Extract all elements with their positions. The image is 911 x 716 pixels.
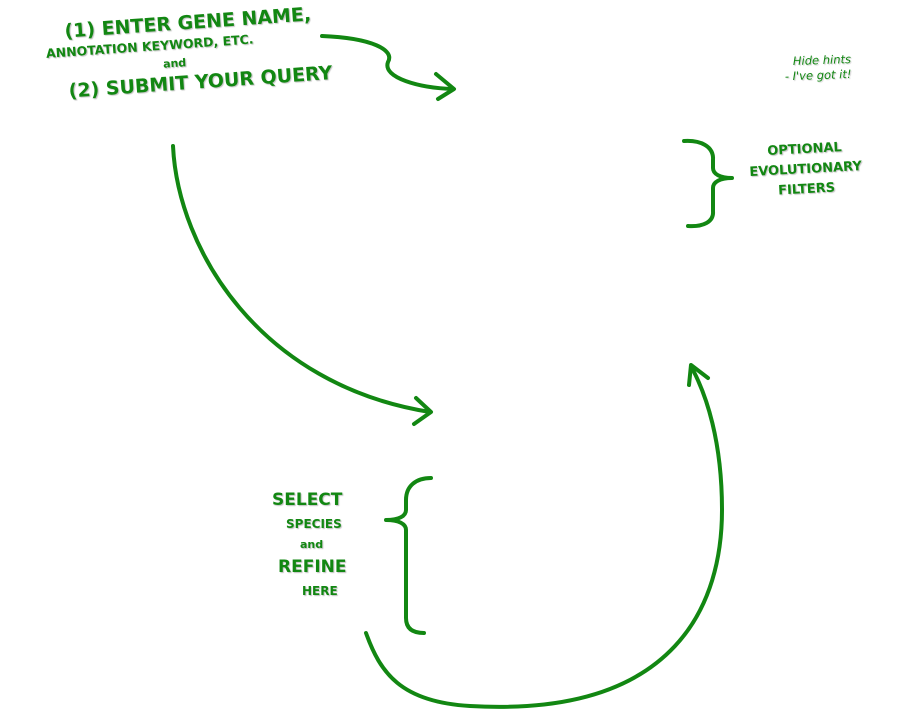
filters-hint-line: FILTERS: [777, 180, 836, 199]
select-hint-line: HERE: [302, 584, 338, 598]
curved-arrow-icon: [320, 34, 455, 91]
filters-hint: OPTIONAL EVOLUTIONARY FILTERS: [748, 140, 864, 206]
select-species-hint: SELECT SPECIES and REFINE HERE: [272, 492, 346, 606]
brace-icon: [682, 138, 734, 229]
arrowhead-icon: [687, 363, 710, 387]
hide-hints-link[interactable]: Hide hints - I've got it!: [784, 52, 852, 84]
hide-hints-sublabel: - I've got it!: [784, 66, 852, 84]
curved-arrow-icon: [364, 368, 724, 709]
select-hint-and: and: [300, 538, 324, 551]
brace-icon: [384, 476, 433, 635]
arrowhead-icon: [434, 72, 456, 101]
select-hint-line: REFINE: [278, 557, 347, 577]
arrowhead-icon: [412, 396, 433, 426]
select-hint-line: SELECT: [272, 490, 343, 510]
filters-hint-line: EVOLUTIONARY: [748, 159, 863, 180]
select-hint-line: SPECIES: [286, 517, 342, 531]
curved-arrow-icon: [171, 144, 432, 414]
